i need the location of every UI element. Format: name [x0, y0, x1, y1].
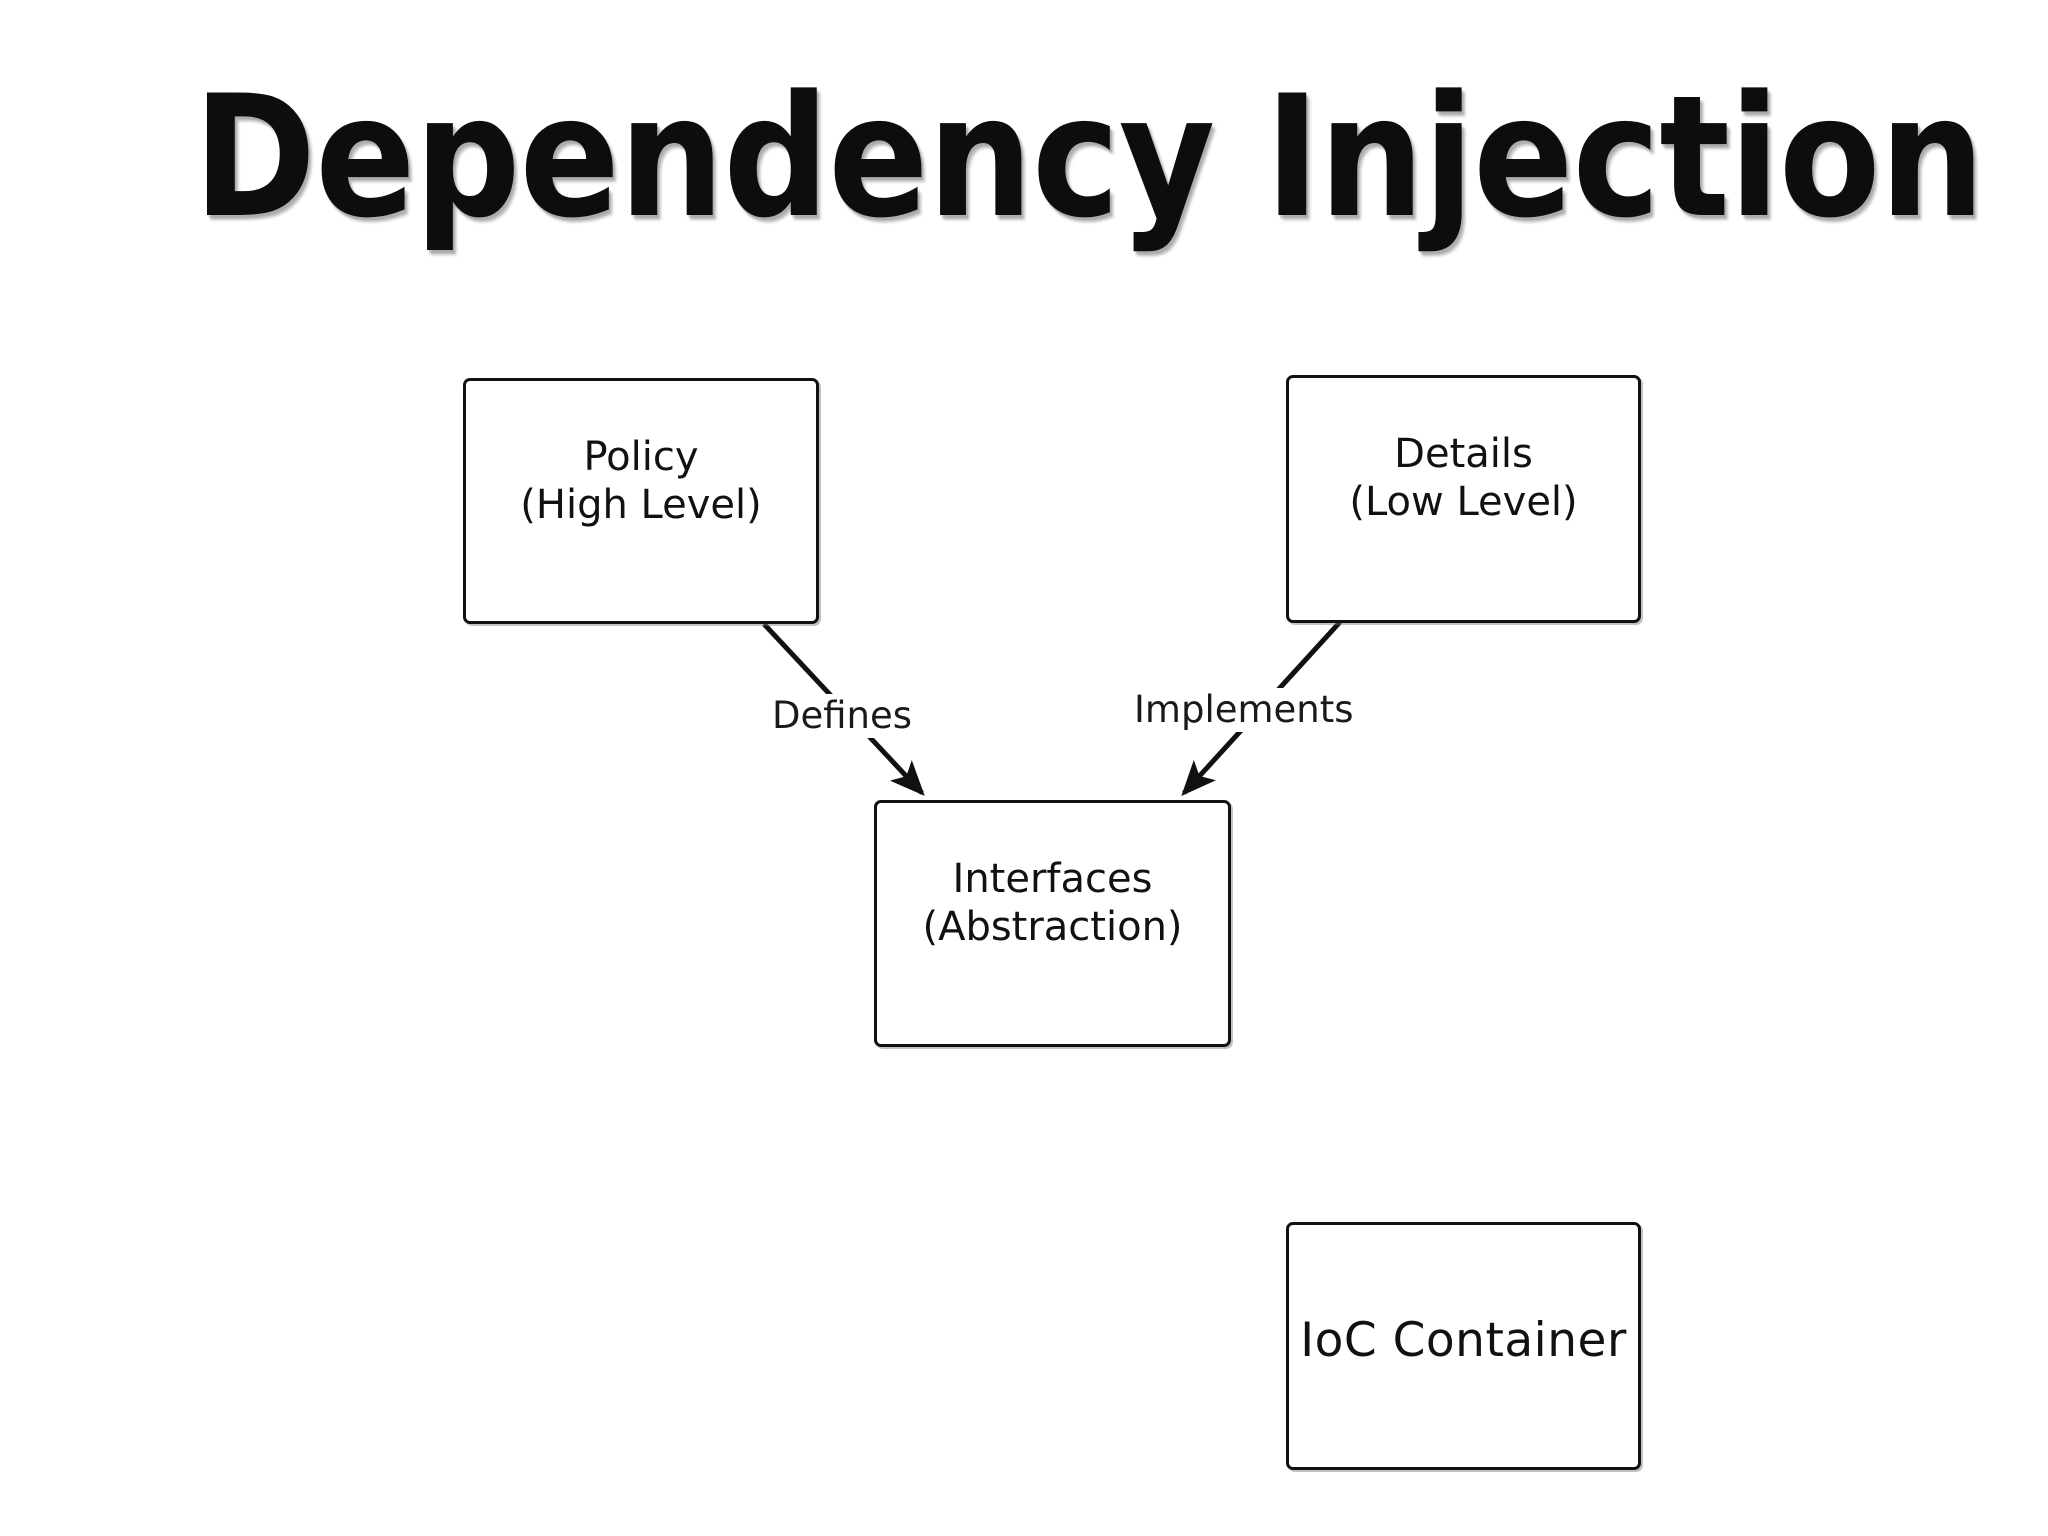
- node-ioc-container-line1: IoC Container: [1300, 1313, 1627, 1368]
- node-policy-line1: Policy: [583, 434, 699, 480]
- node-ioc-container-label: IoC Container: [1289, 1317, 1638, 1365]
- node-interfaces[interactable]: Interfaces (Abstraction): [874, 800, 1231, 1047]
- node-ioc-container[interactable]: IoC Container: [1286, 1222, 1641, 1470]
- node-interfaces-label: Interfaces (Abstraction): [877, 855, 1228, 951]
- edge-label-implements: Implements: [1130, 688, 1358, 732]
- page-title: Dependency Injection: [193, 59, 1984, 255]
- node-interfaces-line1: Interfaces: [952, 856, 1153, 902]
- node-details[interactable]: Details (Low Level): [1286, 375, 1641, 623]
- edge-label-defines: Defines: [768, 694, 917, 738]
- node-policy-line2: (High Level): [520, 482, 762, 528]
- node-policy-label: Policy (High Level): [466, 433, 816, 529]
- node-policy[interactable]: Policy (High Level): [463, 378, 819, 624]
- node-details-label: Details (Low Level): [1289, 430, 1638, 526]
- node-details-line1: Details: [1394, 431, 1533, 477]
- node-details-line2: (Low Level): [1349, 479, 1578, 525]
- node-interfaces-line2: (Abstraction): [922, 904, 1183, 950]
